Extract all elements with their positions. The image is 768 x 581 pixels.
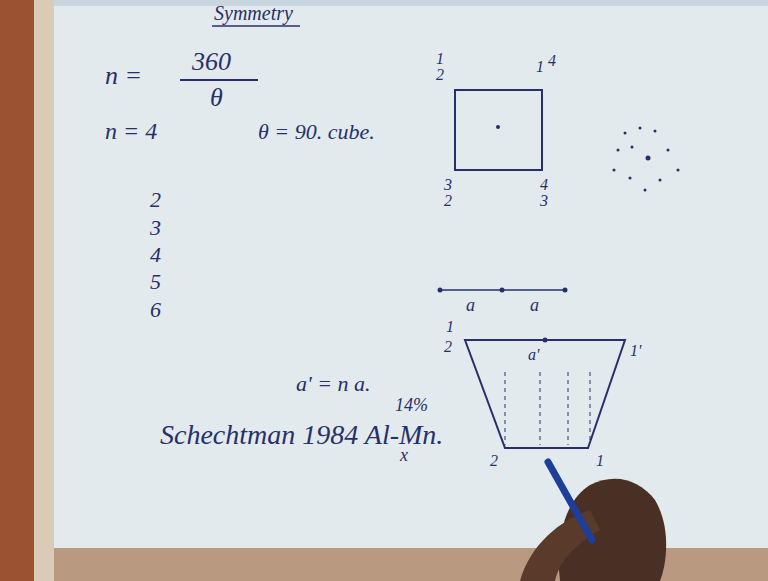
fold-number: 2 [150, 188, 161, 212]
formula-text: a' = n a. [296, 372, 371, 396]
corner-number: 3 [540, 192, 548, 210]
corner-number: 3 [444, 176, 452, 194]
trapezoid [465, 340, 625, 448]
projection-lines [505, 372, 590, 445]
vertex-number: 1 [446, 318, 454, 336]
denominator: θ [210, 84, 223, 113]
centre-dot [496, 125, 500, 129]
vertex-number: 2 [444, 338, 452, 356]
pen [548, 462, 592, 540]
corner-number: 1 [536, 58, 544, 76]
corner-number: 2 [444, 192, 452, 210]
spacing-label: a [530, 296, 539, 316]
vertex-number: 2 [490, 452, 498, 470]
fold-number: 3 [150, 216, 161, 240]
paper-top [54, 0, 768, 6]
spacing-label: a' [528, 346, 539, 364]
finger [520, 510, 600, 581]
vertex-number: 1' [630, 342, 641, 360]
spacing-label: a [466, 296, 475, 316]
note-text: x [400, 446, 408, 466]
fold-number: 5 [150, 270, 161, 294]
formula-text: n = 4 [105, 118, 157, 144]
corner-number: 4 [540, 176, 548, 194]
fraction-bar [180, 79, 258, 81]
note-text: θ = 90. cube. [258, 120, 375, 144]
dot-pattern [613, 127, 680, 192]
vertex-number: 1 [596, 452, 604, 470]
paper-edge [34, 0, 54, 581]
corner-number: 2 [436, 66, 444, 84]
lattice-points [438, 288, 568, 293]
title-underline [212, 25, 300, 27]
note-text: 14% [395, 396, 428, 416]
square-face [455, 90, 542, 170]
desk-edge [0, 0, 34, 581]
page-title: Symmetry [214, 2, 293, 24]
formula-text: n = [105, 62, 142, 91]
corner-number: 1 [436, 50, 444, 68]
fold-number: 4 [150, 243, 161, 267]
midpoint-dot [543, 338, 548, 343]
fold-number: 6 [150, 298, 161, 322]
corner-number: 4 [548, 52, 556, 70]
numerator: 360 [192, 48, 231, 77]
